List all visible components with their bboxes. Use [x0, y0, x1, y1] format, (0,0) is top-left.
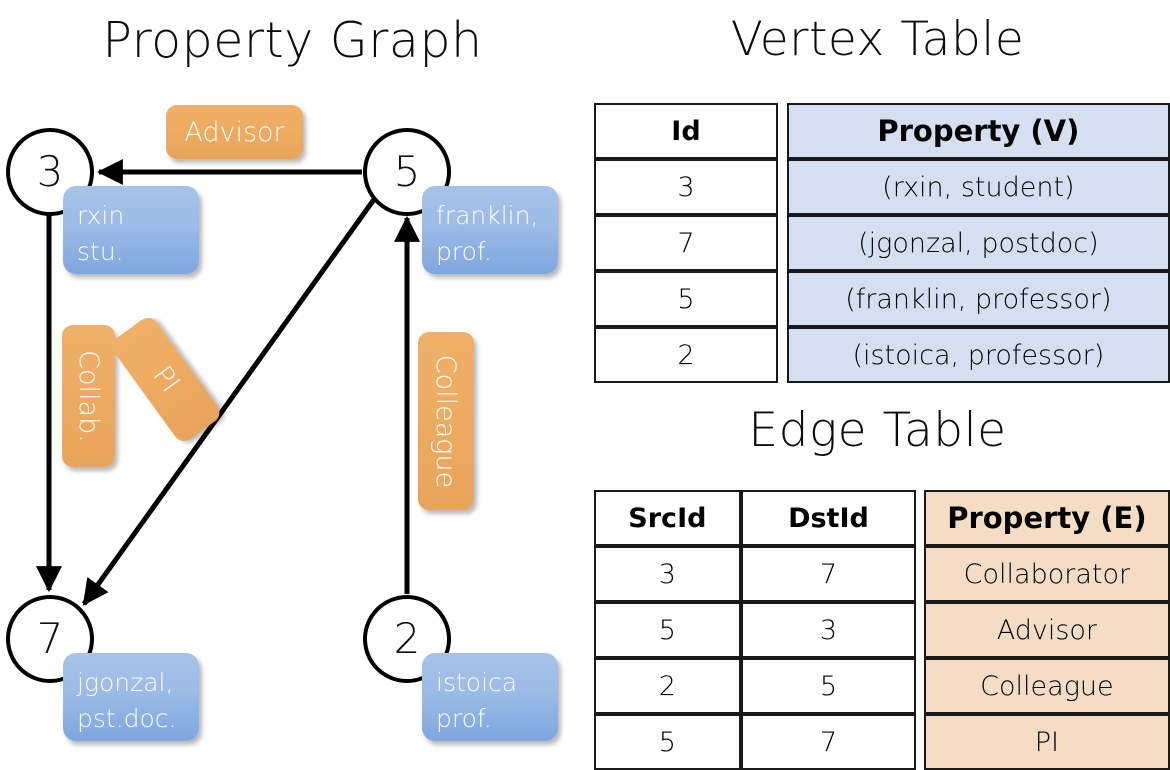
vertex-property-box-7-line1: jgonzal, [77, 668, 174, 697]
vertex-node-5[interactable]: 5 [363, 128, 451, 216]
vertex-property-box-5-line1: franklin, [436, 201, 539, 230]
vertex-table-header-id: Id [594, 103, 778, 159]
edge-table-header-property: Property (E) [923, 490, 1170, 546]
vertex-table: Id Property (V) 3 (rxin, student) 7 (jgo… [594, 103, 1170, 383]
vertex-table-column-gap [777, 327, 787, 383]
edge-table-column-gap [916, 658, 924, 714]
vertex-table-cell-id: 3 [594, 159, 778, 215]
edge-label-advisor: Advisor [166, 105, 303, 159]
edge-table-header-srcid: SrcId [594, 490, 741, 546]
page-title-property-graph: Property Graph [102, 12, 483, 69]
page-title-edge-table: Edge Table [748, 403, 1007, 458]
edge-arrow-5-to-7 [81, 196, 378, 606]
table-row: 5 7 PI [594, 714, 1170, 770]
vertex-node-3-label: 3 [36, 147, 64, 196]
edge-table-header-dstid: DstId [740, 490, 917, 546]
edge-table-column-gap [916, 546, 924, 602]
edge-table-cell-property: Colleague [923, 658, 1170, 714]
vertex-table-cell-property: (franklin, professor) [786, 271, 1170, 327]
edge-table: SrcId DstId Property (E) 3 7 Collaborato… [594, 490, 1170, 770]
vertex-table-column-gap [777, 271, 787, 327]
vertex-table-cell-property: (istoica, professor) [786, 327, 1170, 383]
vertex-table-header-property: Property (V) [786, 103, 1170, 159]
vertex-property-box-3: rxin stu. [63, 186, 199, 274]
vertex-table-header-row: Id Property (V) [594, 103, 1170, 159]
vertex-property-box-7-line2: pst.doc. [77, 703, 177, 733]
vertex-table-column-gap [777, 159, 787, 215]
vertex-table-cell-id: 2 [594, 327, 778, 383]
edge-table-cell-srcid: 5 [594, 602, 741, 658]
table-row: 7 (jgonzal, postdoc) [594, 215, 1170, 271]
edge-label-advisor-text: Advisor [184, 116, 285, 148]
vertex-node-2-label: 2 [393, 614, 421, 663]
page-title-vertex-table: Vertex Table [730, 12, 1025, 67]
edge-label-colleague-text: Colleague [430, 354, 462, 488]
property-graph-panel: Property Graph Advisor Collab. [0, 0, 585, 760]
vertex-property-box-5-line2: prof. [436, 236, 492, 266]
vertex-table-cell-id: 5 [594, 271, 778, 327]
vertex-property-box-3-line1: rxin [77, 201, 125, 230]
vertex-property-box-7: jgonzal, pst.doc. [63, 653, 199, 741]
edge-table-header-row: SrcId DstId Property (E) [594, 490, 1170, 546]
table-row: 3 7 Collaborator [594, 546, 1170, 602]
edge-label-pi-text: PI [146, 360, 186, 399]
edge-table-cell-dstid: 7 [740, 546, 917, 602]
vertex-table-cell-property: (rxin, student) [786, 159, 1170, 215]
edge-table-cell-srcid: 3 [594, 546, 741, 602]
graph-edges-layer [36, 159, 420, 606]
vertex-table-column-gap [777, 103, 787, 159]
table-row: 5 3 Advisor [594, 602, 1170, 658]
vertex-node-2[interactable]: 2 [363, 595, 451, 683]
vertex-node-5-label: 5 [393, 147, 421, 196]
vertex-property-box-2-line1: istoica [436, 668, 518, 697]
vertex-property-box-5: franklin, prof. [422, 186, 558, 274]
edge-table-cell-property: Advisor [923, 602, 1170, 658]
edge-table-cell-dstid: 5 [740, 658, 917, 714]
edge-table-column-gap [916, 490, 924, 546]
edge-table-cell-property: Collaborator [923, 546, 1170, 602]
table-row: 5 (franklin, professor) [594, 271, 1170, 327]
edge-table-cell-srcid: 5 [594, 714, 741, 770]
vertex-table-column-gap [777, 215, 787, 271]
edge-table-column-gap [916, 602, 924, 658]
vertex-property-box-2-line2: prof. [436, 703, 492, 733]
edge-label-collab-text: Collab. [73, 349, 104, 443]
edge-label-collab: Collab. [62, 325, 115, 467]
edge-table-cell-dstid: 3 [740, 602, 917, 658]
edge-table-cell-srcid: 2 [594, 658, 741, 714]
vertex-table-cell-id: 7 [594, 215, 778, 271]
table-row: 3 (rxin, student) [594, 159, 1170, 215]
vertex-property-box-2: istoica prof. [422, 653, 558, 741]
vertex-property-box-3-line2: stu. [77, 236, 124, 266]
edge-table-cell-property: PI [923, 714, 1170, 770]
table-row: 2 5 Colleague [594, 658, 1170, 714]
vertex-node-7-label: 7 [36, 614, 64, 663]
table-row: 2 (istoica, professor) [594, 327, 1170, 383]
vertex-table-cell-property: (jgonzal, postdoc) [786, 215, 1170, 271]
edge-table-column-gap [916, 714, 924, 770]
edge-table-cell-dstid: 7 [740, 714, 917, 770]
edge-label-colleague: Colleague [418, 332, 474, 510]
